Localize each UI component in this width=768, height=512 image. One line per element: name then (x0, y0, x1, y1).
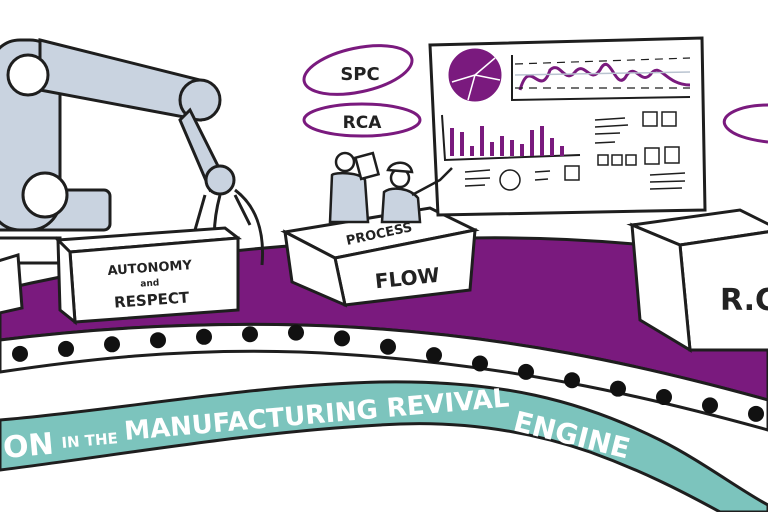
robot-arm (0, 38, 252, 265)
box-rc (626, 208, 768, 353)
roller-dot (288, 324, 304, 341)
box-autonomy-line3: RESPECT (114, 288, 191, 311)
dashboard-board (428, 36, 707, 217)
box-autonomy (54, 226, 242, 326)
roller-dot (12, 345, 28, 362)
spc-label: SPC (340, 64, 379, 85)
partial-bubble-right (722, 103, 768, 144)
roller-dots (12, 324, 764, 422)
banner-text-1: ON (2, 427, 55, 466)
box-autonomy-line2: and (140, 278, 160, 289)
roller-dot (334, 330, 350, 347)
roller-dot (518, 363, 534, 380)
roller-dot (564, 372, 580, 389)
box-process-flow (280, 206, 480, 308)
box-left-partial (0, 253, 24, 315)
box-rc-label: R.C (720, 283, 768, 318)
roller-dot (656, 389, 672, 406)
banner-text-2: IN THE (61, 429, 119, 452)
roller-dot (196, 328, 212, 345)
box-autonomy-line1: AUTONOMY (107, 258, 193, 279)
roller-dot (242, 326, 258, 343)
line-chart-icon (511, 55, 691, 102)
banner-ribbon (0, 380, 768, 512)
roller-dot (426, 347, 442, 364)
roller-dot (702, 397, 718, 414)
roller-dot (610, 380, 626, 397)
rca-label: RCA (343, 113, 383, 133)
workers (328, 151, 453, 224)
bar-chart-icon (441, 114, 581, 162)
rca-bubble (302, 102, 422, 138)
roller-dot (150, 332, 166, 349)
conveyor-rollers-band (0, 322, 768, 432)
roller-dot (472, 355, 488, 372)
roller-dot (58, 340, 74, 357)
roller-dot (380, 338, 396, 355)
roller-dot (104, 336, 120, 353)
roller-dot (748, 405, 764, 422)
spc-bubble (302, 44, 414, 96)
